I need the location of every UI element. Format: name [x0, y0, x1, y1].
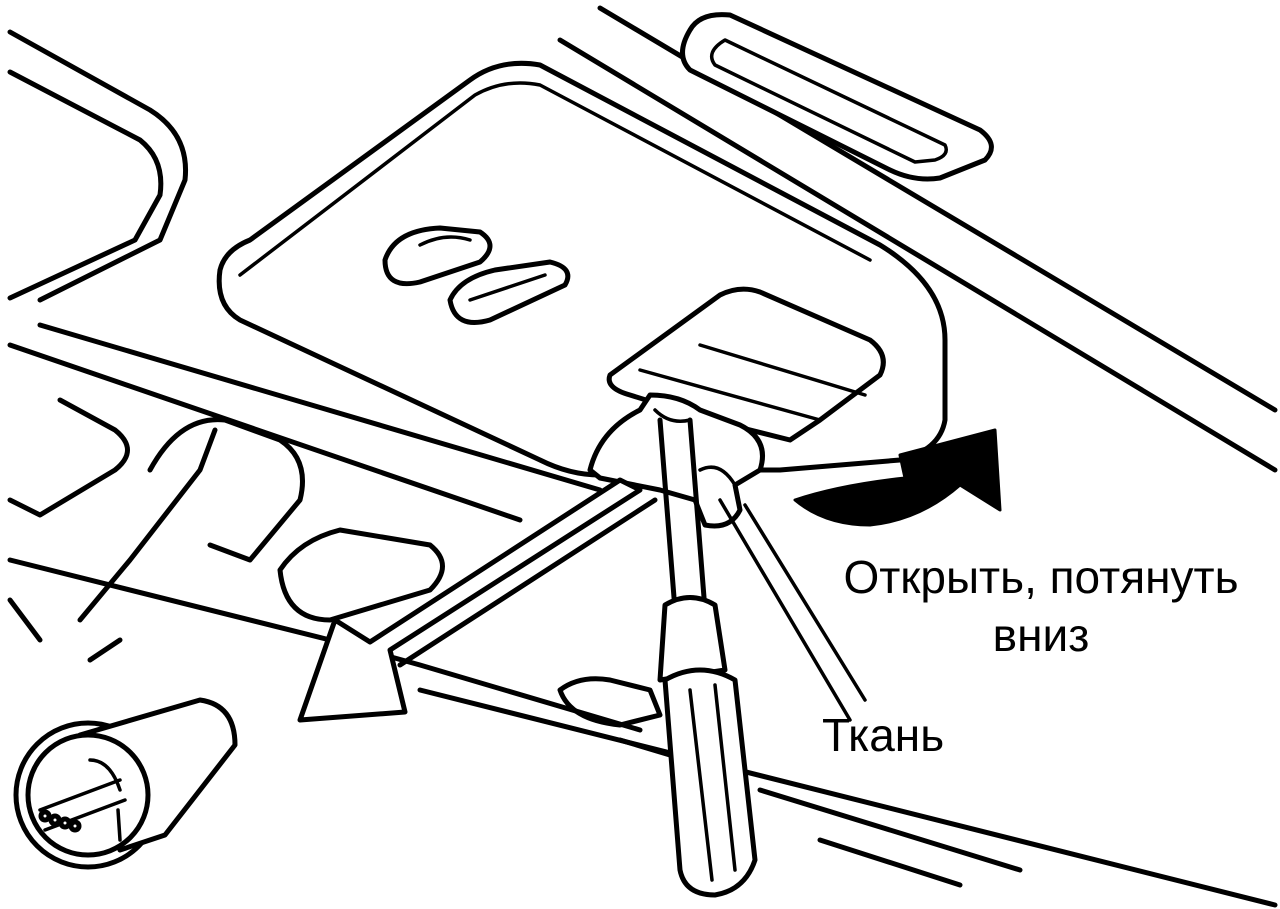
cloth-leader-lines: [718, 498, 867, 722]
open-pull-down-label: Открыть, потянуть вниз: [808, 548, 1274, 664]
open-label-line1: Открыть, потянуть: [843, 551, 1239, 603]
ceiling-recess: [7, 397, 663, 728]
pull-out-arrow-icon: [297, 477, 658, 723]
open-label-line2: вниз: [992, 609, 1090, 661]
rear-marker-light: [680, 12, 994, 182]
screwdriver-icon: [657, 417, 758, 898]
cloth-label: Ткань: [822, 709, 945, 761]
cloth: [587, 392, 765, 529]
bulb-icon: [13, 697, 238, 870]
pull-down-arrow-icon: [793, 428, 1002, 527]
